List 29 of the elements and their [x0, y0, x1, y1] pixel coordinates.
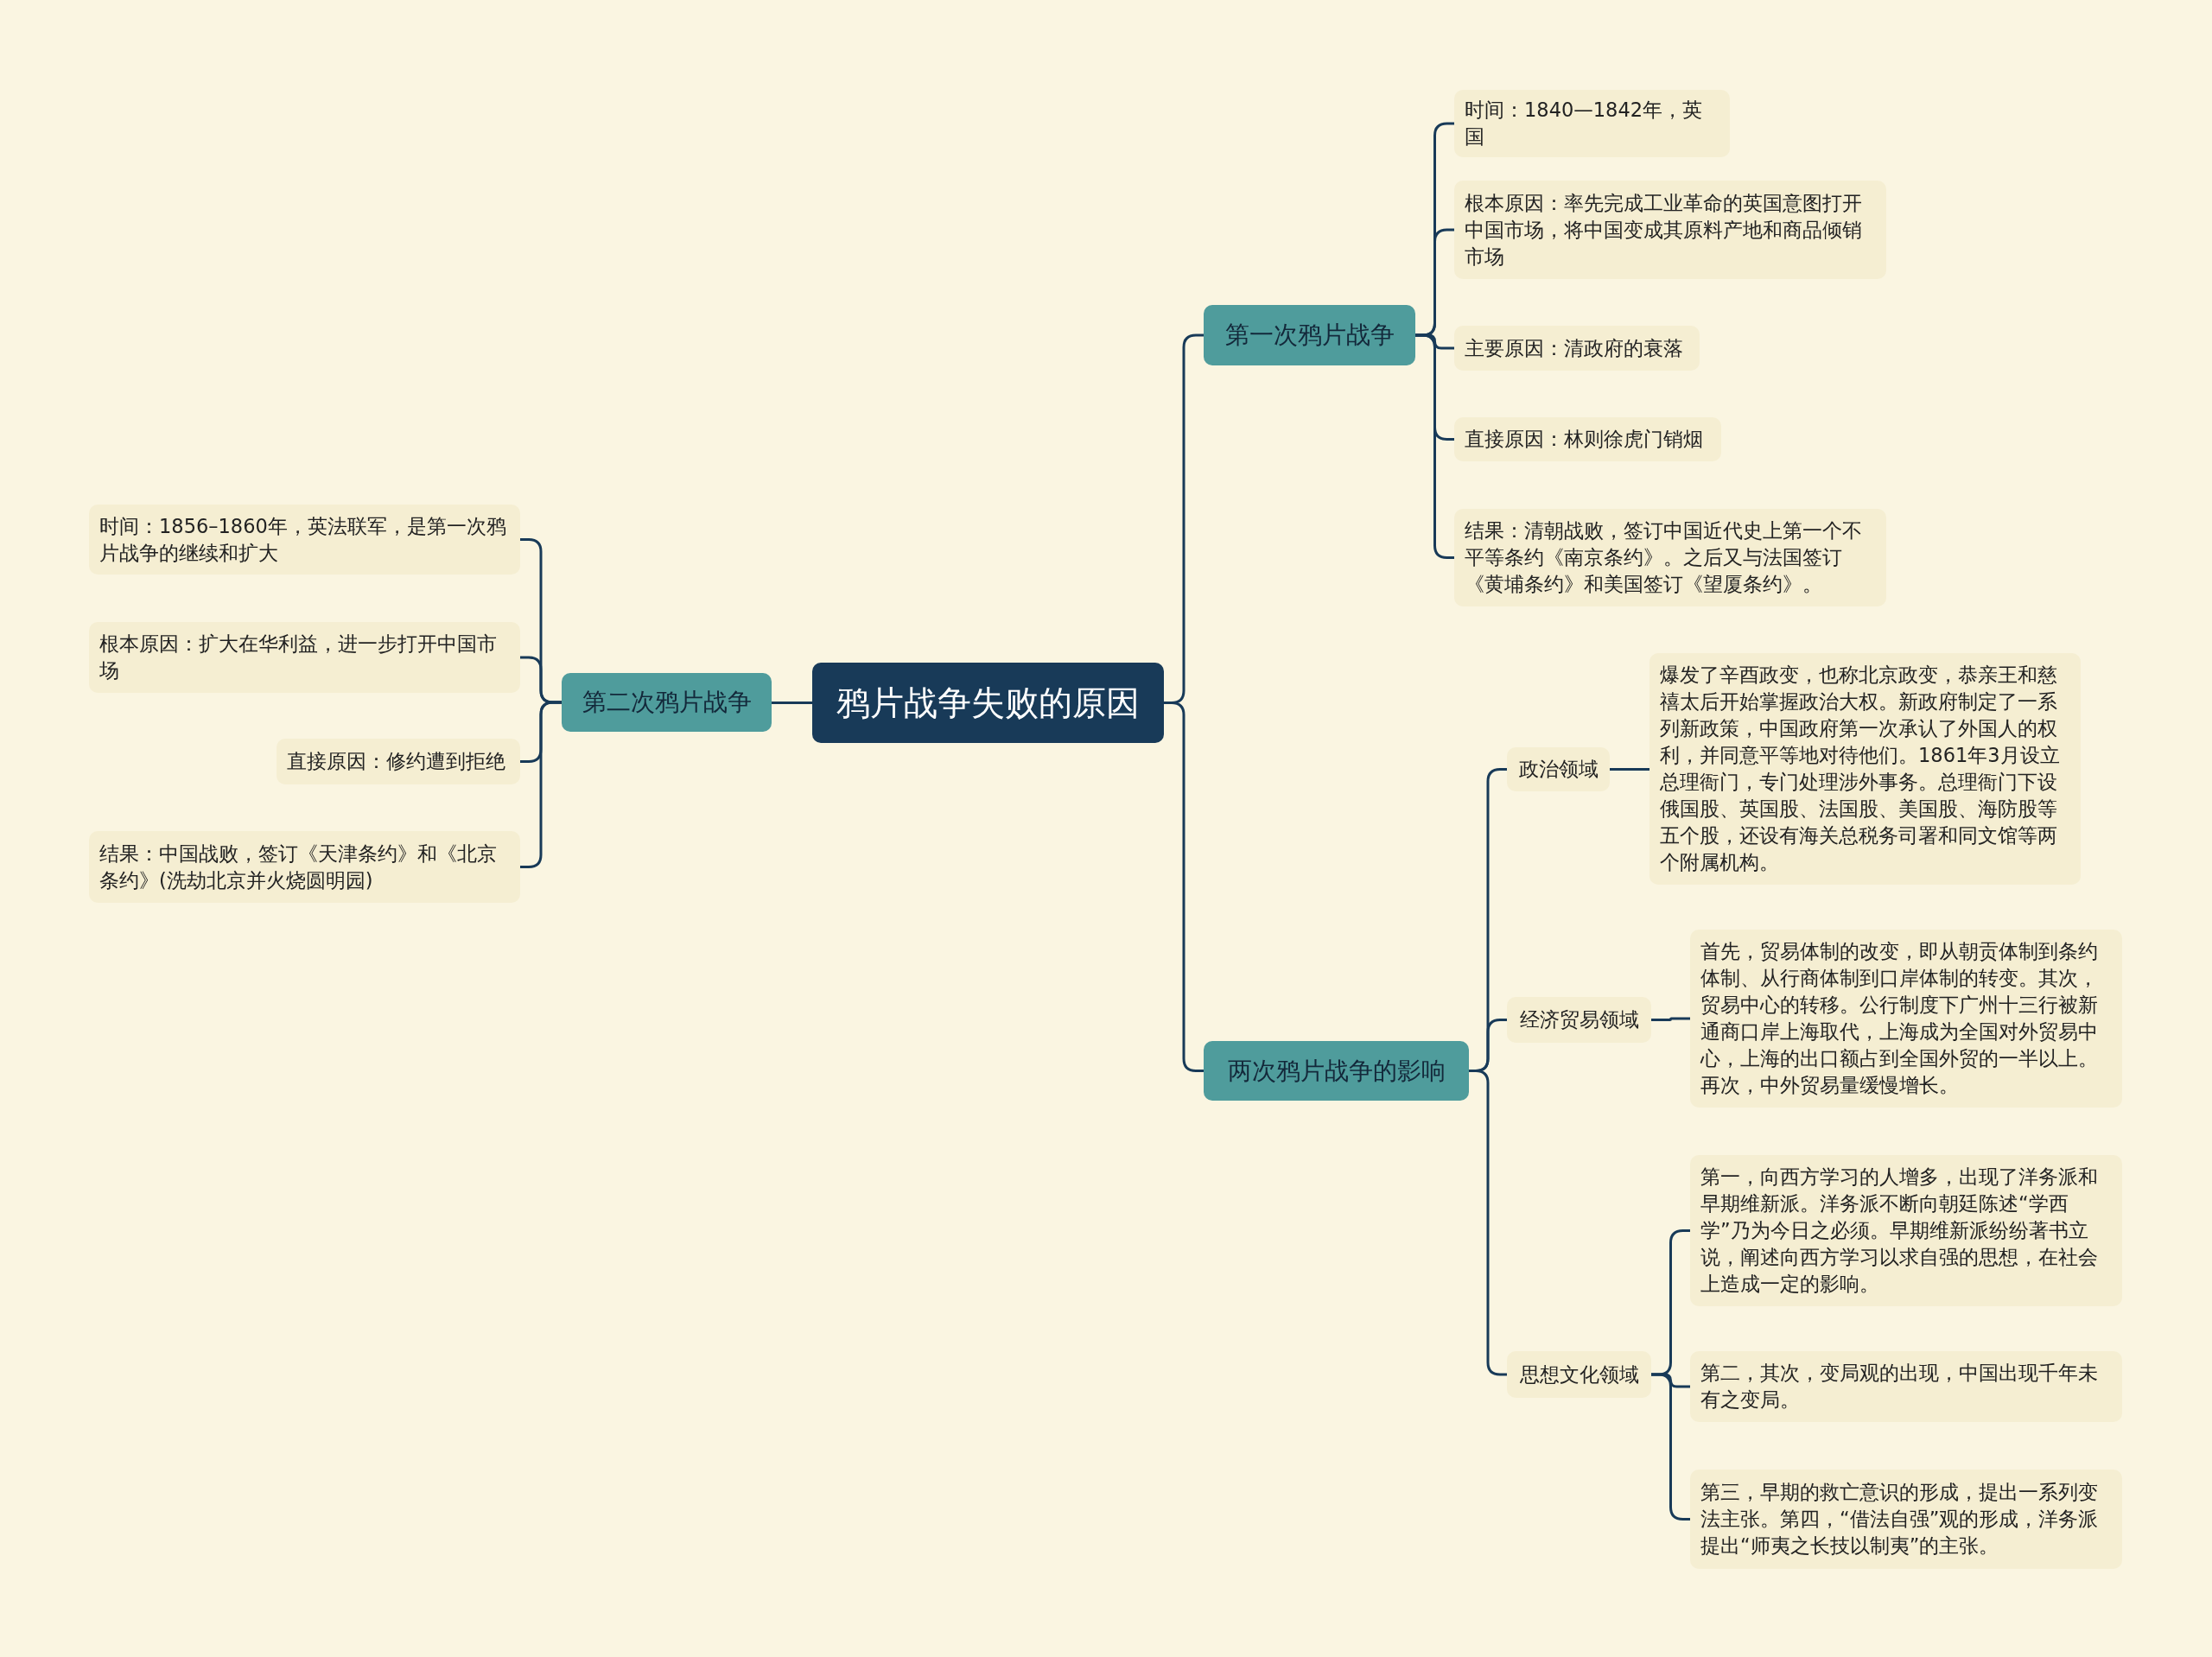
connector-line	[1415, 333, 1454, 559]
branch-topic-box: 第一次鸦片战争	[1204, 305, 1415, 365]
connector-line	[520, 701, 562, 868]
note-box: 首先，贸易体制的改变，即从朝贡体制到条约体制、从行商体制到口岸体制的转变。其次，贸易中心的转移。公行制度下广州十三行被新通商口岸上海取代，上海成为全国对外贸易中心，上海的出口额占到全国外贸的一半以上。再次，中外贸易量缓慢增长。	[1690, 930, 2122, 1108]
connector-line	[1610, 768, 1649, 771]
connector-line	[772, 702, 812, 704]
note-box: 直接原因：林则徐虎门销烟	[1454, 417, 1721, 461]
note-box: 结果：清朝战败，签订中国近代史上第一个不平等条约《南京条约》。之后又与法国签订《黄埔条约》和美国签订《望厦条约》。	[1454, 509, 1886, 606]
note-box: 第三，早期的救亡意识的形成，提出一系列变法主张。第四，“借法自强”观的形成，洋务派提出“师夷之长技以制夷”的主张。	[1690, 1470, 2122, 1569]
subtopic-box: 政治领域	[1507, 747, 1610, 791]
connector-line	[1469, 1070, 1507, 1376]
note-box: 根本原因：率先完成工业革命的英国意图打开中国市场，将中国变成其原料产地和商品倾销市场	[1454, 181, 1886, 279]
note-box: 第一，向西方学习的人增多，出现了洋务派和早期维新派。洋务派不断向朝廷陈述“学西学”乃为今日之必须。早期维新派纷纷著书立说，阐述向西方学习以求自强的思想，在社会上造成一定的影响。	[1690, 1155, 2122, 1306]
note-box: 结果：中国战败，签订《天津条约》和《北京条约》(洗劫北京并火烧圆明园)	[89, 831, 520, 903]
central-topic-box: 鸦片战争失败的原因	[812, 663, 1164, 743]
note-box: 时间：1840—1842年，英国	[1454, 90, 1730, 157]
subtopic-box: 思想文化领域	[1507, 1351, 1651, 1398]
connector-line	[1651, 1373, 1690, 1521]
note-box: 第二，其次，变局观的出现，中国出现千年未有之变局。	[1690, 1351, 2122, 1422]
note-box: 直接原因：修约遭到拒绝	[276, 739, 520, 784]
branch-topic-box: 第二次鸦片战争	[562, 673, 772, 732]
connector-line	[1651, 1017, 1690, 1021]
subtopic-box: 经济贸易领域	[1507, 997, 1651, 1043]
note-box: 主要原因：清政府的衰落	[1454, 326, 1700, 371]
note-box: 时间：1856–1860年，英法联军，是第一次鸦片战争的继续和扩大	[89, 505, 520, 575]
note-box: 根本原因：扩大在华利益，进一步打开中国市场	[89, 622, 520, 693]
branch-topic-box: 两次鸦片战争的影响	[1204, 1041, 1469, 1101]
connector-line	[1164, 702, 1204, 1072]
note-box: 爆发了辛酉政变，也称北京政变，恭亲王和慈禧太后开始掌握政治大权。新政府制定了一系列新政策，中国政府第一次承认了外国人的权利，并同意平等地对待他们。1861年3月设立总理衙门，专门处理涉外事务。总理衙门下设俄国股、英国股、法国股、美国股、海防股等五个股，还设有海关总税务司署和同文馆等两个附属机构。	[1649, 653, 2081, 885]
